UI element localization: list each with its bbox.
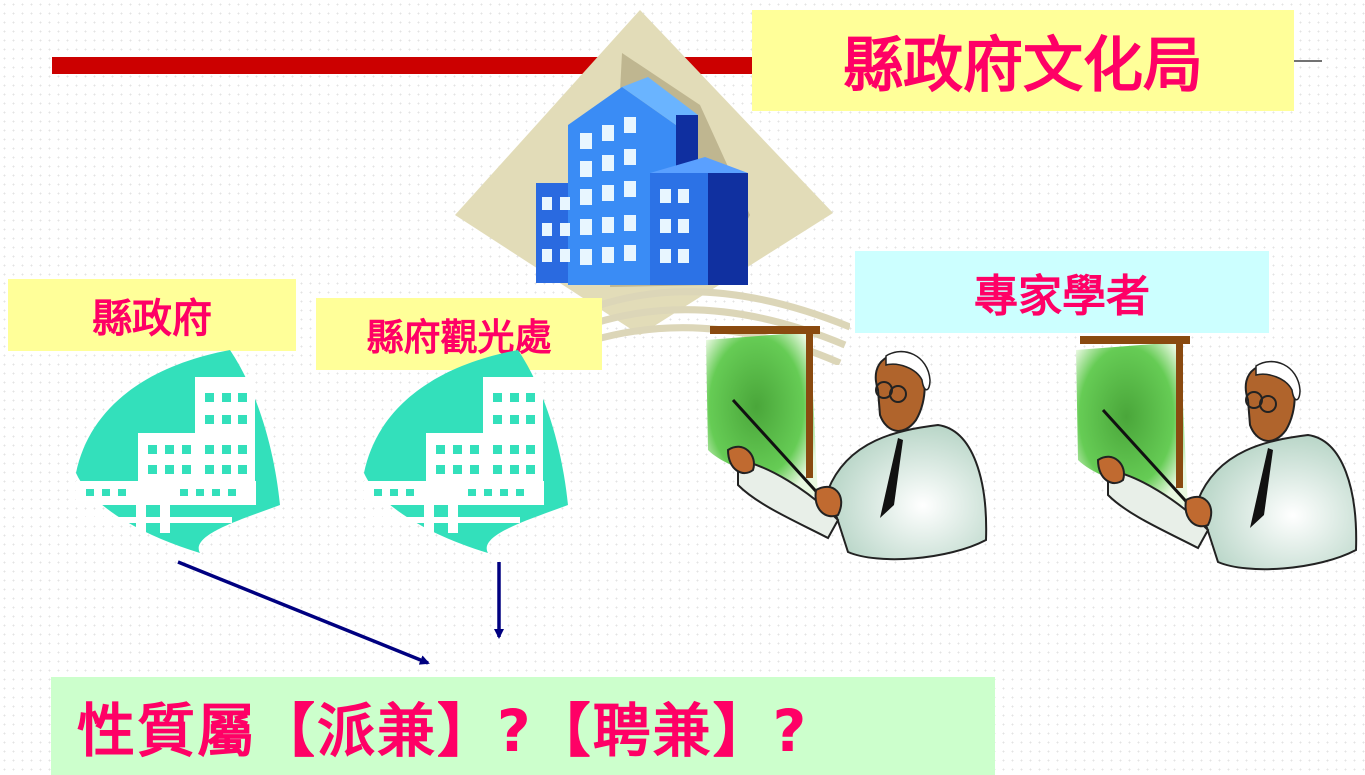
question-text: 性質屬【派兼】?【聘兼】? bbox=[51, 677, 995, 775]
county-government-label: 縣政府 bbox=[8, 279, 296, 351]
tourism-office-label: 縣府觀光處 bbox=[316, 298, 602, 370]
presenter-icon bbox=[706, 326, 988, 561]
building-icon bbox=[76, 350, 280, 553]
building-icon bbox=[364, 350, 568, 553]
presenter-icon bbox=[1076, 336, 1358, 571]
experts-label: 專家學者 bbox=[855, 251, 1269, 333]
page-title: 縣政府文化局 bbox=[752, 10, 1294, 111]
arrow-gov-to-question bbox=[177, 560, 430, 665]
office-tower-icon bbox=[455, 10, 850, 365]
